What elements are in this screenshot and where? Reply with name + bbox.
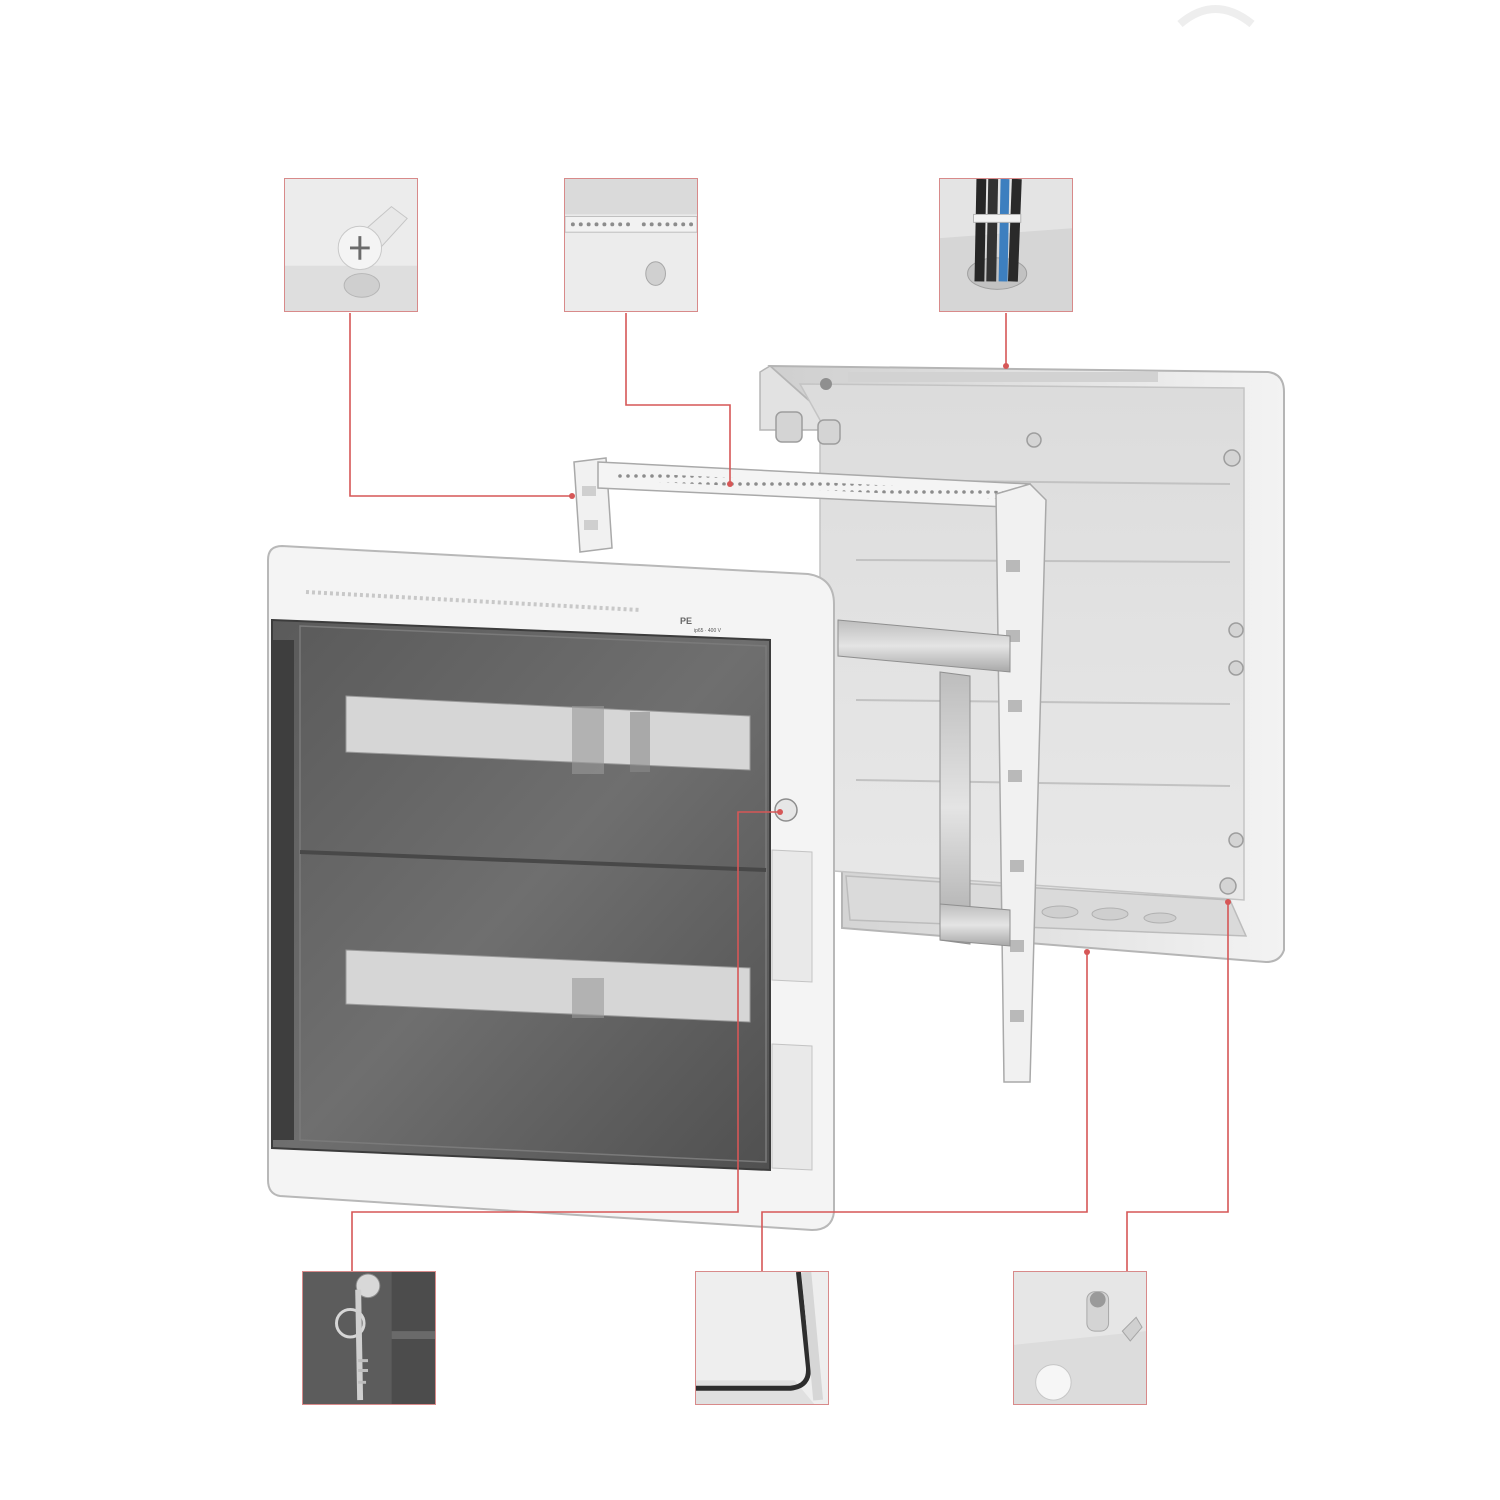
leader-door-lock: [351, 811, 780, 1271]
detail-seal-gasket: [695, 1271, 829, 1405]
leader-wall-mount-hole: [1126, 902, 1229, 1271]
detail-cable-entry: [939, 178, 1073, 312]
cover-tiny-label: ip65 · 400 V: [694, 628, 722, 634]
leader-screw-fixing: [349, 313, 572, 497]
detail-door-lock: [302, 1271, 436, 1405]
gasket-icon: [696, 1272, 828, 1404]
terminal-strip-icon: [565, 179, 697, 311]
mount-hole-icon: [1014, 1272, 1146, 1404]
detail-wall-mount-hole: [1013, 1271, 1147, 1405]
leader-lines: [349, 313, 1229, 1271]
screw-icon: [285, 179, 417, 311]
cable-gland-icon: [940, 179, 1072, 311]
detail-screw-fixing: [284, 178, 418, 312]
key-lock-icon: [303, 1272, 435, 1404]
leader-terminal-strip: [625, 313, 731, 484]
leader-seal-gasket: [761, 952, 1088, 1271]
front-cover-with-transparent-door: PE ip65 · 400 V: [267, 544, 835, 1232]
detail-terminal-strip: [564, 178, 698, 312]
cover-logo: PE: [680, 616, 692, 626]
leader-dots: [569, 363, 1231, 955]
mounting-frame-with-din-rails: [573, 457, 1047, 1083]
